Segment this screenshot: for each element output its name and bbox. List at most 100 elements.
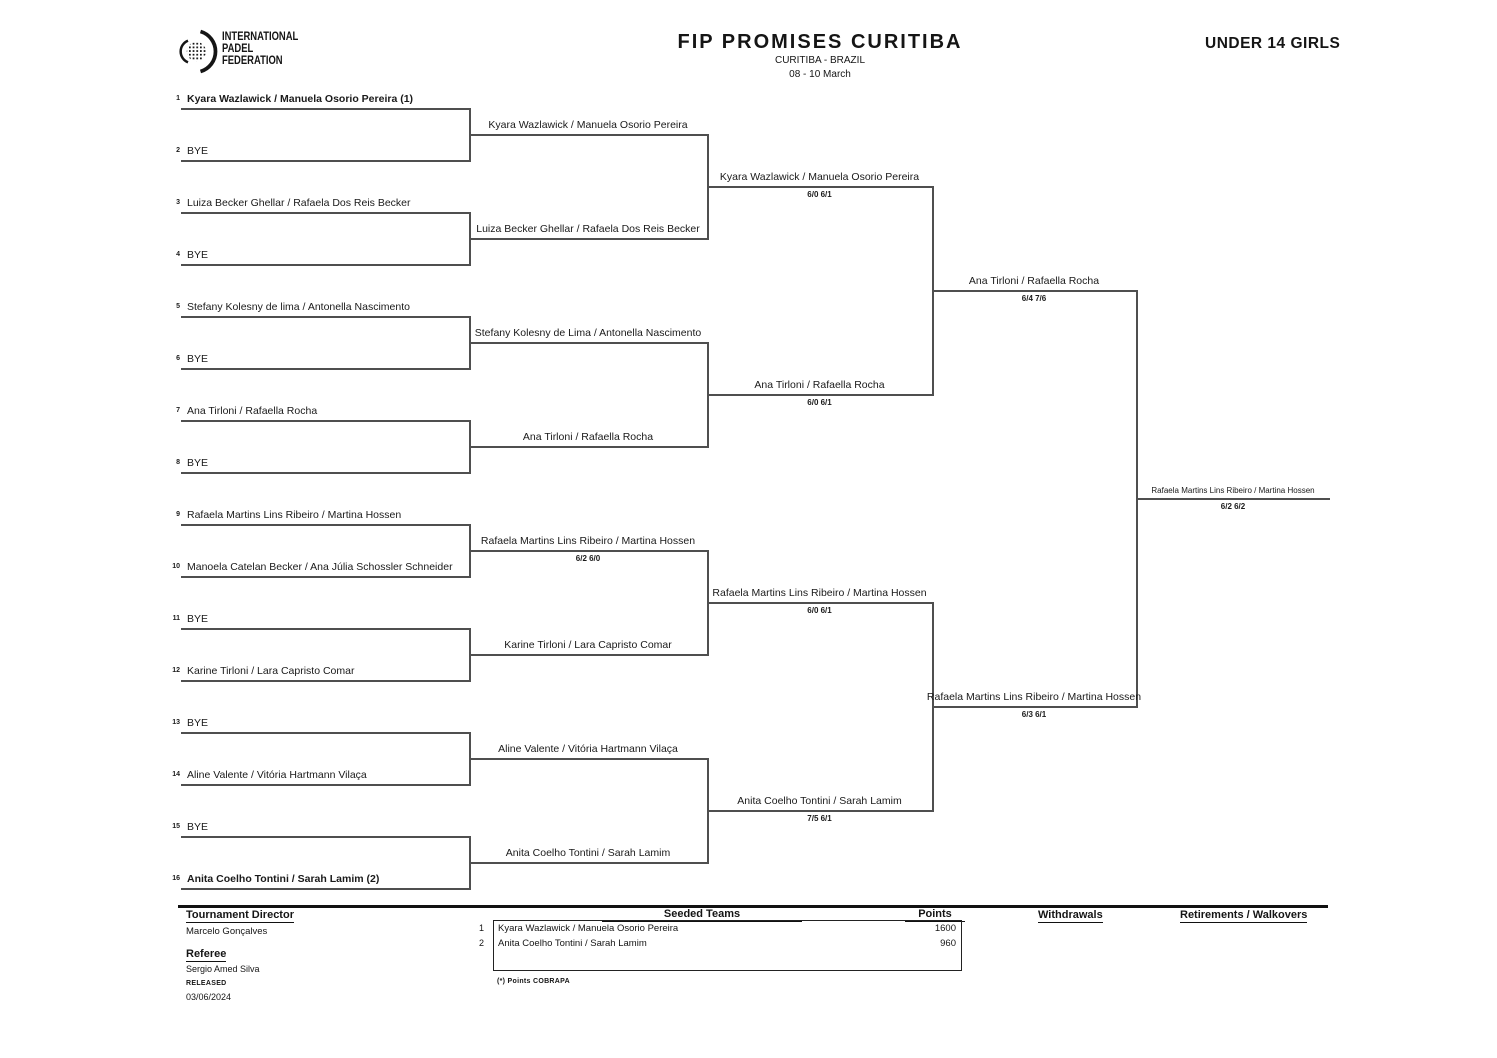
referee-name: Sergio Amed Silva [186,964,260,974]
seeded-teams-box [493,920,962,971]
seed-number: 2 [176,147,180,154]
seed-number: 14 [172,771,180,778]
logo-line: PADEL [222,43,254,55]
team-name: BYE [187,821,209,833]
match-score: 6/4 7/6 [1021,294,1047,303]
team-name: Rafaela Martins Lins Ribeiro / Martina H… [187,509,402,521]
released-label: RELEASED [186,980,227,987]
team-name: BYE [187,249,209,261]
match-score: 6/0 6/1 [807,606,832,615]
federation-logo-text: INTERNATIONAL PADEL FEDERATION [222,31,298,67]
team-name: Anita Coelho Tontini / Sarah Lamim (2) [187,873,380,885]
seed-number: 12 [172,667,180,674]
bracket-line-h [469,862,707,864]
seed-number: 7 [176,407,180,414]
bracket-line-h [181,680,469,682]
seed-number: 11 [172,615,180,622]
team-name: BYE [187,145,209,157]
seed-number: 15 [172,823,180,830]
seed-number: 13 [172,719,180,726]
team-name: Rafaela Martins Lins Ribeiro / Martina H… [1151,486,1315,495]
bracket-line-h [707,394,932,396]
bracket-line-h [181,472,469,474]
team-name: BYE [187,353,209,365]
points-heading: Points [905,908,965,922]
event-title: FIP PROMISES CURITIBA [677,31,963,53]
bracket-line-h [932,706,1136,708]
team-name: Karine Tirloni / Lara Capristo Comar [504,639,672,651]
withdrawals-heading: Withdrawals [1038,909,1103,923]
event-location: CURITIBA - BRAZIL [774,55,865,66]
match-score: 6/0 6/1 [807,190,832,199]
bracket-line-h [469,342,707,344]
seed-number: 4 [176,251,180,258]
bracket-line-h [181,784,469,786]
team-name: Kyara Wazlawick / Manuela Osorio Pereira [488,119,688,131]
seed-number: 5 [176,303,180,310]
bracket-line-h [1136,498,1330,500]
bracket-line-h [181,108,469,110]
seed-number: 16 [172,875,180,882]
bracket-line-h [469,134,707,136]
team-name: Luiza Becker Ghellar / Rafaela Dos Reis … [187,197,411,209]
seed-number: 10 [172,563,180,570]
category-label: UNDER 14 GIRLS [1205,35,1341,52]
team-name: Luiza Becker Ghellar / Rafaela Dos Reis … [476,223,700,235]
bracket-line-h [469,238,707,240]
seed-number: 3 [176,199,180,206]
team-name: Manoela Catelan Becker / Ana Júlia Schos… [187,561,453,573]
team-name: Stefany Kolesny de Lima / Antonella Nasc… [474,327,702,339]
match-score: 6/2 6/0 [575,554,601,563]
team-name: Kyara Wazlawick / Manuela Osorio Pereira… [187,93,414,105]
bracket-line-h [707,186,932,188]
team-name: Stefany Kolesny de lima / Antonella Nasc… [187,301,410,313]
team-name: Anita Coelho Tontini / Sarah Lamim [737,795,902,807]
seed-number: 6 [176,355,180,362]
bracket-line-h [469,446,707,448]
team-name: Rafaela Martins Lins Ribeiro / Martina H… [926,691,1142,703]
team-name: Ana Tirloni / Rafaella Rocha [754,379,885,391]
match-score: 6/3 6/1 [1021,710,1047,719]
team-name: Ana Tirloni / Rafaella Rocha [522,431,654,443]
team-name: Rafaela Martins Lins Ribeiro / Martina H… [712,587,927,599]
logo-line: FEDERATION [222,55,283,67]
tournament-director-heading: Tournament Director [186,909,294,923]
tournament-director-name: Marcelo Gonçalves [186,926,268,937]
bracket-line-h [707,602,932,604]
match-score: 7/5 6/1 [807,814,832,823]
team-name: Rafaela Martins Lins Ribeiro / Martina H… [480,535,696,547]
federation-logo-icon [178,28,218,80]
referee-heading: Referee [186,948,227,962]
bracket-line-h [181,212,469,214]
seeded-team-points: 960 [940,938,956,949]
logo-line: INTERNATIONAL [222,31,299,43]
bracket-line-h [181,628,469,630]
points-note: (*) Points COBRAPA [497,978,570,985]
bracket-line-h [181,524,469,526]
team-name: BYE [187,717,209,729]
bracket-line-h [469,550,707,552]
released-date: 03/06/2024 [186,992,232,1002]
seed-number: 9 [176,511,180,518]
team-name: Anita Coelho Tontini / Sarah Lamim [505,847,671,859]
bracket-line-h [469,654,707,656]
team-name: Ana Tirloni / Rafaella Rocha [187,405,318,417]
bracket-line-h [181,836,469,838]
team-name: Karine Tirloni / Lara Capristo Comar [187,665,355,677]
bracket-line-h [181,160,469,162]
bracket-line-h [932,290,1136,292]
seeded-team-points: 1600 [934,923,956,934]
team-name: BYE [187,457,209,469]
team-name: BYE [187,613,209,625]
event-dates: 08 - 10 March [789,69,851,80]
match-score: 6/2 6/2 [1220,502,1246,511]
match-score: 6/0 6/1 [807,398,832,407]
seeded-teams-heading: Seeded Teams [602,908,802,922]
team-name: Kyara Wazlawick / Manuela Osorio Pereira [719,171,920,183]
team-name: Aline Valente / Vitória Hartmann Vilaça [498,743,678,755]
team-name: Aline Valente / Vitória Hartmann Vilaça [187,769,367,781]
retirements-heading: Retirements / Walkovers [1180,909,1308,923]
bracket-line-h [181,576,469,578]
team-name: Ana Tirloni / Rafaella Rocha [968,275,1100,287]
